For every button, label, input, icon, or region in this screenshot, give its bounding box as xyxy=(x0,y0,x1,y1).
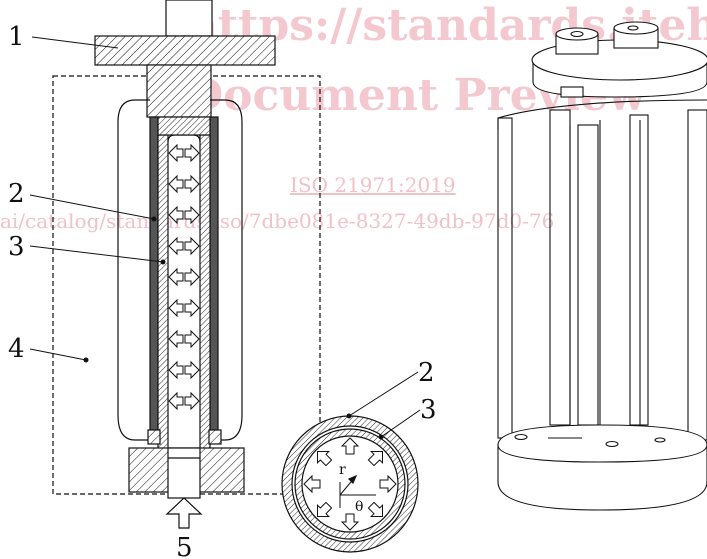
upper-ring xyxy=(497,99,707,119)
leader-2 xyxy=(29,194,155,220)
pressure-arrow-right xyxy=(184,236,200,256)
watermark: (https://standards.iteh.a Document Previ… xyxy=(0,0,707,233)
support-right xyxy=(208,429,222,445)
base-side xyxy=(497,445,707,511)
leaders xyxy=(29,36,421,438)
longitudinal-section xyxy=(52,0,321,529)
dashed-enclosure xyxy=(52,75,321,495)
radial-axis-head xyxy=(347,474,358,485)
pressure-arrow-left xyxy=(168,205,184,225)
watermark-catalog-path: ai/catalog/standards/iso/7dbe081e-8327-4… xyxy=(0,209,554,233)
pressure-arrow-left xyxy=(168,360,184,380)
post-right xyxy=(687,109,707,441)
radial-pressure-arrow xyxy=(303,474,321,494)
support-left xyxy=(147,429,161,445)
callout-5: 5 xyxy=(176,533,193,559)
leader-dot-3-cross xyxy=(378,434,384,440)
inner-channel xyxy=(167,134,201,143)
leader-3 xyxy=(29,245,164,263)
base-hole-right xyxy=(654,437,666,443)
cap-stem xyxy=(146,64,212,118)
radial-pressure-arrow xyxy=(317,451,333,467)
callout-labels: 1 2 3 4 5 2 3 xyxy=(8,22,437,559)
leader-4 xyxy=(29,348,87,361)
callout-3: 3 xyxy=(8,232,25,262)
pressure-arrow-left xyxy=(168,298,184,318)
pressure-arrow-right xyxy=(184,267,200,287)
cross-section: r θ xyxy=(281,415,419,553)
top-tab xyxy=(560,86,584,98)
outer-tube-left-wall xyxy=(149,116,159,443)
base-hole-center xyxy=(605,440,619,448)
pressure-arrow-right xyxy=(184,360,200,380)
base-top xyxy=(497,424,707,463)
leader-2-cross xyxy=(348,371,419,417)
radial-pressure-arrow xyxy=(379,474,397,494)
inner-top-cap xyxy=(157,116,211,136)
pressure-arrow-left xyxy=(168,236,184,256)
perspective-view xyxy=(497,21,707,511)
pressure-arrow-left xyxy=(168,329,184,349)
leader-1 xyxy=(31,36,119,49)
envelope-right xyxy=(210,99,243,441)
callout-3-cross: 3 xyxy=(420,395,437,425)
radial-pressure-arrow xyxy=(367,501,383,517)
radial-pressure-arrow xyxy=(367,451,383,467)
inlet-arrow xyxy=(165,497,203,529)
pressure-arrow-right xyxy=(184,329,200,349)
pressure-arrow-left xyxy=(168,391,184,411)
radial-label: r xyxy=(339,462,346,478)
cap-knob xyxy=(165,0,213,37)
fitting-left-hole xyxy=(570,30,584,38)
inner-tube-left-wall xyxy=(157,134,169,461)
radial-pressure-arrow xyxy=(340,513,360,531)
leader-dots xyxy=(83,216,384,440)
post-center-back xyxy=(549,109,571,426)
pressure-arrow-right xyxy=(184,143,200,163)
base-bore xyxy=(167,447,201,499)
pressure-arrow-right xyxy=(184,298,200,318)
leader-dot-4 xyxy=(83,357,89,363)
post-right-inner xyxy=(629,114,649,426)
base-hole-left xyxy=(514,433,528,441)
inner-tube-right-wall xyxy=(199,134,211,461)
pressure-arrow-right xyxy=(184,205,200,225)
post-left xyxy=(497,117,513,439)
post-center xyxy=(577,124,599,426)
callout-2-cross: 2 xyxy=(418,358,435,388)
callout-1: 1 xyxy=(8,22,25,52)
pressure-arrow-left xyxy=(168,143,184,163)
pressure-arrows xyxy=(168,143,200,411)
cap-flange xyxy=(94,35,276,66)
radial-pressure-arrow xyxy=(340,437,360,455)
radial-pressure-arrows xyxy=(303,437,397,531)
pressure-arrow-left xyxy=(168,267,184,287)
outer-tube-right-wall xyxy=(209,116,219,443)
envelope-left xyxy=(117,99,150,441)
pressure-arrow-right xyxy=(184,391,200,411)
inner-tube xyxy=(599,120,641,436)
callout-4: 4 xyxy=(8,334,25,364)
leader-3-cross xyxy=(380,409,421,438)
pressure-arrow-right xyxy=(184,174,200,194)
watermark-standard-number: ISO 21971:2019 xyxy=(290,173,456,197)
leader-dot-2-cross xyxy=(346,413,352,419)
angle-label: θ xyxy=(355,499,363,515)
leader-dot-3 xyxy=(160,259,166,265)
fitting-right-hole xyxy=(627,25,639,31)
callout-2: 2 xyxy=(8,179,25,209)
pressure-arrow-left xyxy=(168,174,184,194)
radial-pressure-arrow xyxy=(317,501,333,517)
leader-dot-2 xyxy=(151,216,157,222)
